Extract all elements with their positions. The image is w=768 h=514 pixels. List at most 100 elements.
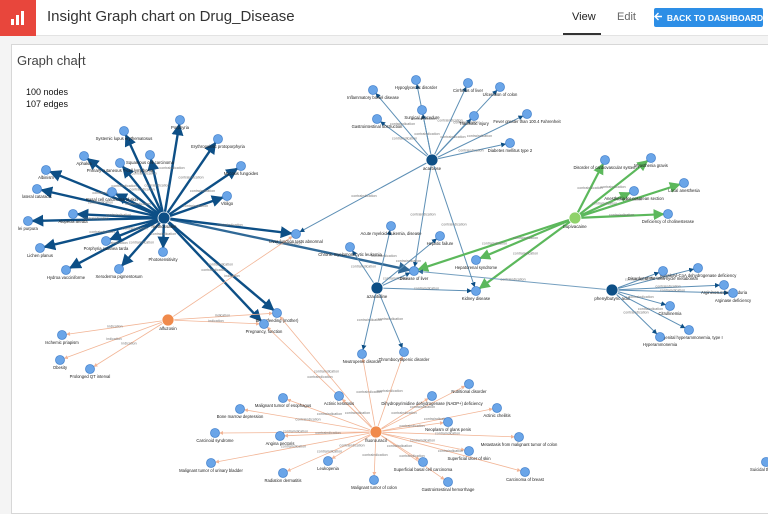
node-circle[interactable] <box>56 356 65 365</box>
graph-node-carcinoid-syndrome[interactable]: Carcinoid syndrome <box>196 429 234 444</box>
node-circle[interactable] <box>472 287 481 296</box>
graph-node-prolonged-qt-interval[interactable]: Prolonged QT interval <box>70 365 111 380</box>
graph-node-surgical-procedure[interactable]: Surgical procedure <box>404 106 440 121</box>
node-circle[interactable] <box>358 350 367 359</box>
node-circle[interactable] <box>373 115 382 124</box>
graph-node-xeroderma-pigmentosum[interactable]: Xeroderma pigmentosum <box>95 265 143 280</box>
node-circle[interactable] <box>58 331 67 340</box>
node-circle[interactable] <box>102 237 111 246</box>
node-circle[interactable] <box>659 267 668 276</box>
graph-node-vitiligo[interactable]: Vitiligo <box>221 192 234 207</box>
node-circle[interactable] <box>444 478 453 487</box>
node-circle[interactable] <box>410 267 419 276</box>
graph-node-ischemic-priapism[interactable]: Ischemic priapism <box>45 331 79 346</box>
graph-node-actinic-keratosis[interactable]: Actinic keratosis <box>324 392 354 407</box>
node-circle[interactable] <box>369 86 378 95</box>
node-circle[interactable] <box>146 151 155 160</box>
node-circle[interactable] <box>472 256 481 265</box>
graph-node-superficial-basal-cell-carcinoma[interactable]: Superficial basal cell carcinoma <box>394 458 453 473</box>
graph-node-radiation-dermatitis[interactable]: Radiation dermatitis <box>264 469 301 484</box>
graph-node-photosensitivity[interactable]: Photosensitivity <box>148 248 178 263</box>
graph-node-thrombocytopenic-disorder[interactable]: Thrombocytopenic disorder <box>379 348 430 363</box>
node-circle[interactable] <box>24 217 33 226</box>
graph-node-deficiency-of-cholinesterase[interactable]: Deficiency of cholinesterase <box>642 210 695 225</box>
node-circle[interactable] <box>115 265 124 274</box>
node-circle[interactable] <box>324 457 333 466</box>
node-circle[interactable] <box>273 309 282 318</box>
graph-node-acute-myeloid-leukemia-disease[interactable]: Acute myeloid leukemia, disease <box>361 222 423 237</box>
graph-canvas[interactable]: contraindicationcontraindicationcontrain… <box>0 0 768 499</box>
node-circle[interactable] <box>62 266 71 275</box>
node-circle[interactable] <box>214 135 223 144</box>
node-circle[interactable] <box>465 447 474 456</box>
node-circle[interactable] <box>664 210 673 219</box>
graph-node-suicidal-thoughts[interactable]: Suicidal thoughts <box>750 458 768 473</box>
graph-node-hydroa-vacciniforme[interactable]: Hydroa vacciniforme <box>47 266 86 281</box>
graph-node-lei-purpura[interactable]: lei purpura <box>18 217 38 232</box>
graph-node-malignant-tumor-of-colon[interactable]: Malignant tumor of colon <box>351 476 398 491</box>
node-circle[interactable] <box>42 166 51 175</box>
graph-node-malignant-tumor-of-urinary-bladder[interactable]: Malignant tumor of urinary bladder <box>179 459 243 474</box>
node-circle[interactable] <box>521 468 530 477</box>
node-circle[interactable] <box>279 469 288 478</box>
node-circle[interactable] <box>493 404 502 413</box>
node-circle[interactable] <box>387 222 396 231</box>
node-circle[interactable] <box>400 348 409 357</box>
node-circle[interactable] <box>685 326 694 335</box>
graph-node-erythropoietic-protoporphyria[interactable]: Erythropoietic protoporphyria <box>191 135 245 150</box>
graph-node-leukopenia[interactable]: Leukopenia <box>317 457 339 472</box>
node-circle[interactable] <box>370 426 382 438</box>
node-circle[interactable] <box>292 230 301 239</box>
node-circle[interactable] <box>412 76 421 85</box>
node-circle[interactable] <box>223 192 232 201</box>
node-circle[interactable] <box>86 365 95 374</box>
node-circle[interactable] <box>601 156 610 165</box>
node-circle[interactable] <box>371 282 383 294</box>
node-circle[interactable] <box>211 429 220 438</box>
graph-node-inflammatory-bowel-disease[interactable]: Inflammatory bowel disease <box>347 86 400 101</box>
node-circle[interactable] <box>464 79 473 88</box>
node-circle[interactable] <box>279 394 288 403</box>
node-circle[interactable] <box>418 106 427 115</box>
node-circle[interactable] <box>158 212 170 224</box>
graph-node-hypoglycemic-disorder[interactable]: Hypoglycemic disorder <box>395 76 438 91</box>
graph-node-angina-pectoris[interactable]: Angina pectoris <box>266 432 295 447</box>
node-circle[interactable] <box>523 110 532 119</box>
node-circle[interactable] <box>428 392 437 401</box>
graph-node-nutritional-disorder[interactable]: Nutritional disorder <box>451 380 487 395</box>
graph-node-diabetes-mellitus-type-2[interactable]: Diabetes mellitus type 2 <box>488 139 533 154</box>
node-circle[interactable] <box>465 380 474 389</box>
node-circle[interactable] <box>506 139 515 148</box>
node-circle[interactable] <box>346 243 355 252</box>
graph-node-fever-greater-than-100-4-fahrenheit[interactable]: Fever greater than 100.4 Fahrenheit <box>493 110 561 125</box>
graph-node-hepatic-failure[interactable]: Hepatic failure <box>427 232 454 247</box>
node-circle[interactable] <box>444 418 453 427</box>
node-circle[interactable] <box>370 476 379 485</box>
graph-node-argininosuccinic-aciduria[interactable]: Argininosuccinic aciduria <box>701 281 748 296</box>
graph-node-actinic-cheilitis[interactable]: Actinic cheilitis <box>483 404 510 419</box>
graph-node-malignant-tumor-of-esophagus[interactable]: Malignant tumor of esophagus <box>255 394 311 409</box>
node-circle[interactable] <box>162 314 174 326</box>
graph-node-chronic-myelomonocytic-leukemia[interactable]: Chronic myelomonocytic leukemia <box>318 243 382 258</box>
node-circle[interactable] <box>426 154 438 166</box>
graph-node-systemic-lupus-erythematosus[interactable]: Systemic lupus erythematosus <box>96 127 153 142</box>
node-circle[interactable] <box>69 210 78 219</box>
node-circle[interactable] <box>694 264 703 273</box>
graph-node-disorder-of-cardiovascular-system[interactable]: Disorder of cardiovascular system <box>573 156 637 171</box>
graph-node-porphyria[interactable]: Porphyria <box>171 116 190 131</box>
graph-node-ulceration-of-colon[interactable]: Ulceration of colon <box>483 83 518 98</box>
node-circle[interactable] <box>108 188 117 197</box>
node-circle[interactable] <box>680 179 689 188</box>
graph-node-hepatorenal-syndrome[interactable]: Hepatorenal syndrome <box>455 256 498 271</box>
graph-node-myasthenia-gravis[interactable]: Myasthenia gravis <box>634 154 668 169</box>
node-circle[interactable] <box>260 320 269 329</box>
node-circle[interactable] <box>236 405 245 414</box>
node-circle[interactable] <box>496 83 505 92</box>
node-circle[interactable] <box>630 187 639 196</box>
node-circle[interactable] <box>176 116 185 125</box>
node-circle[interactable] <box>666 302 675 311</box>
node-circle[interactable] <box>276 432 285 441</box>
node-circle[interactable] <box>569 212 581 224</box>
node-circle[interactable] <box>656 333 665 342</box>
node-circle[interactable] <box>36 244 45 253</box>
